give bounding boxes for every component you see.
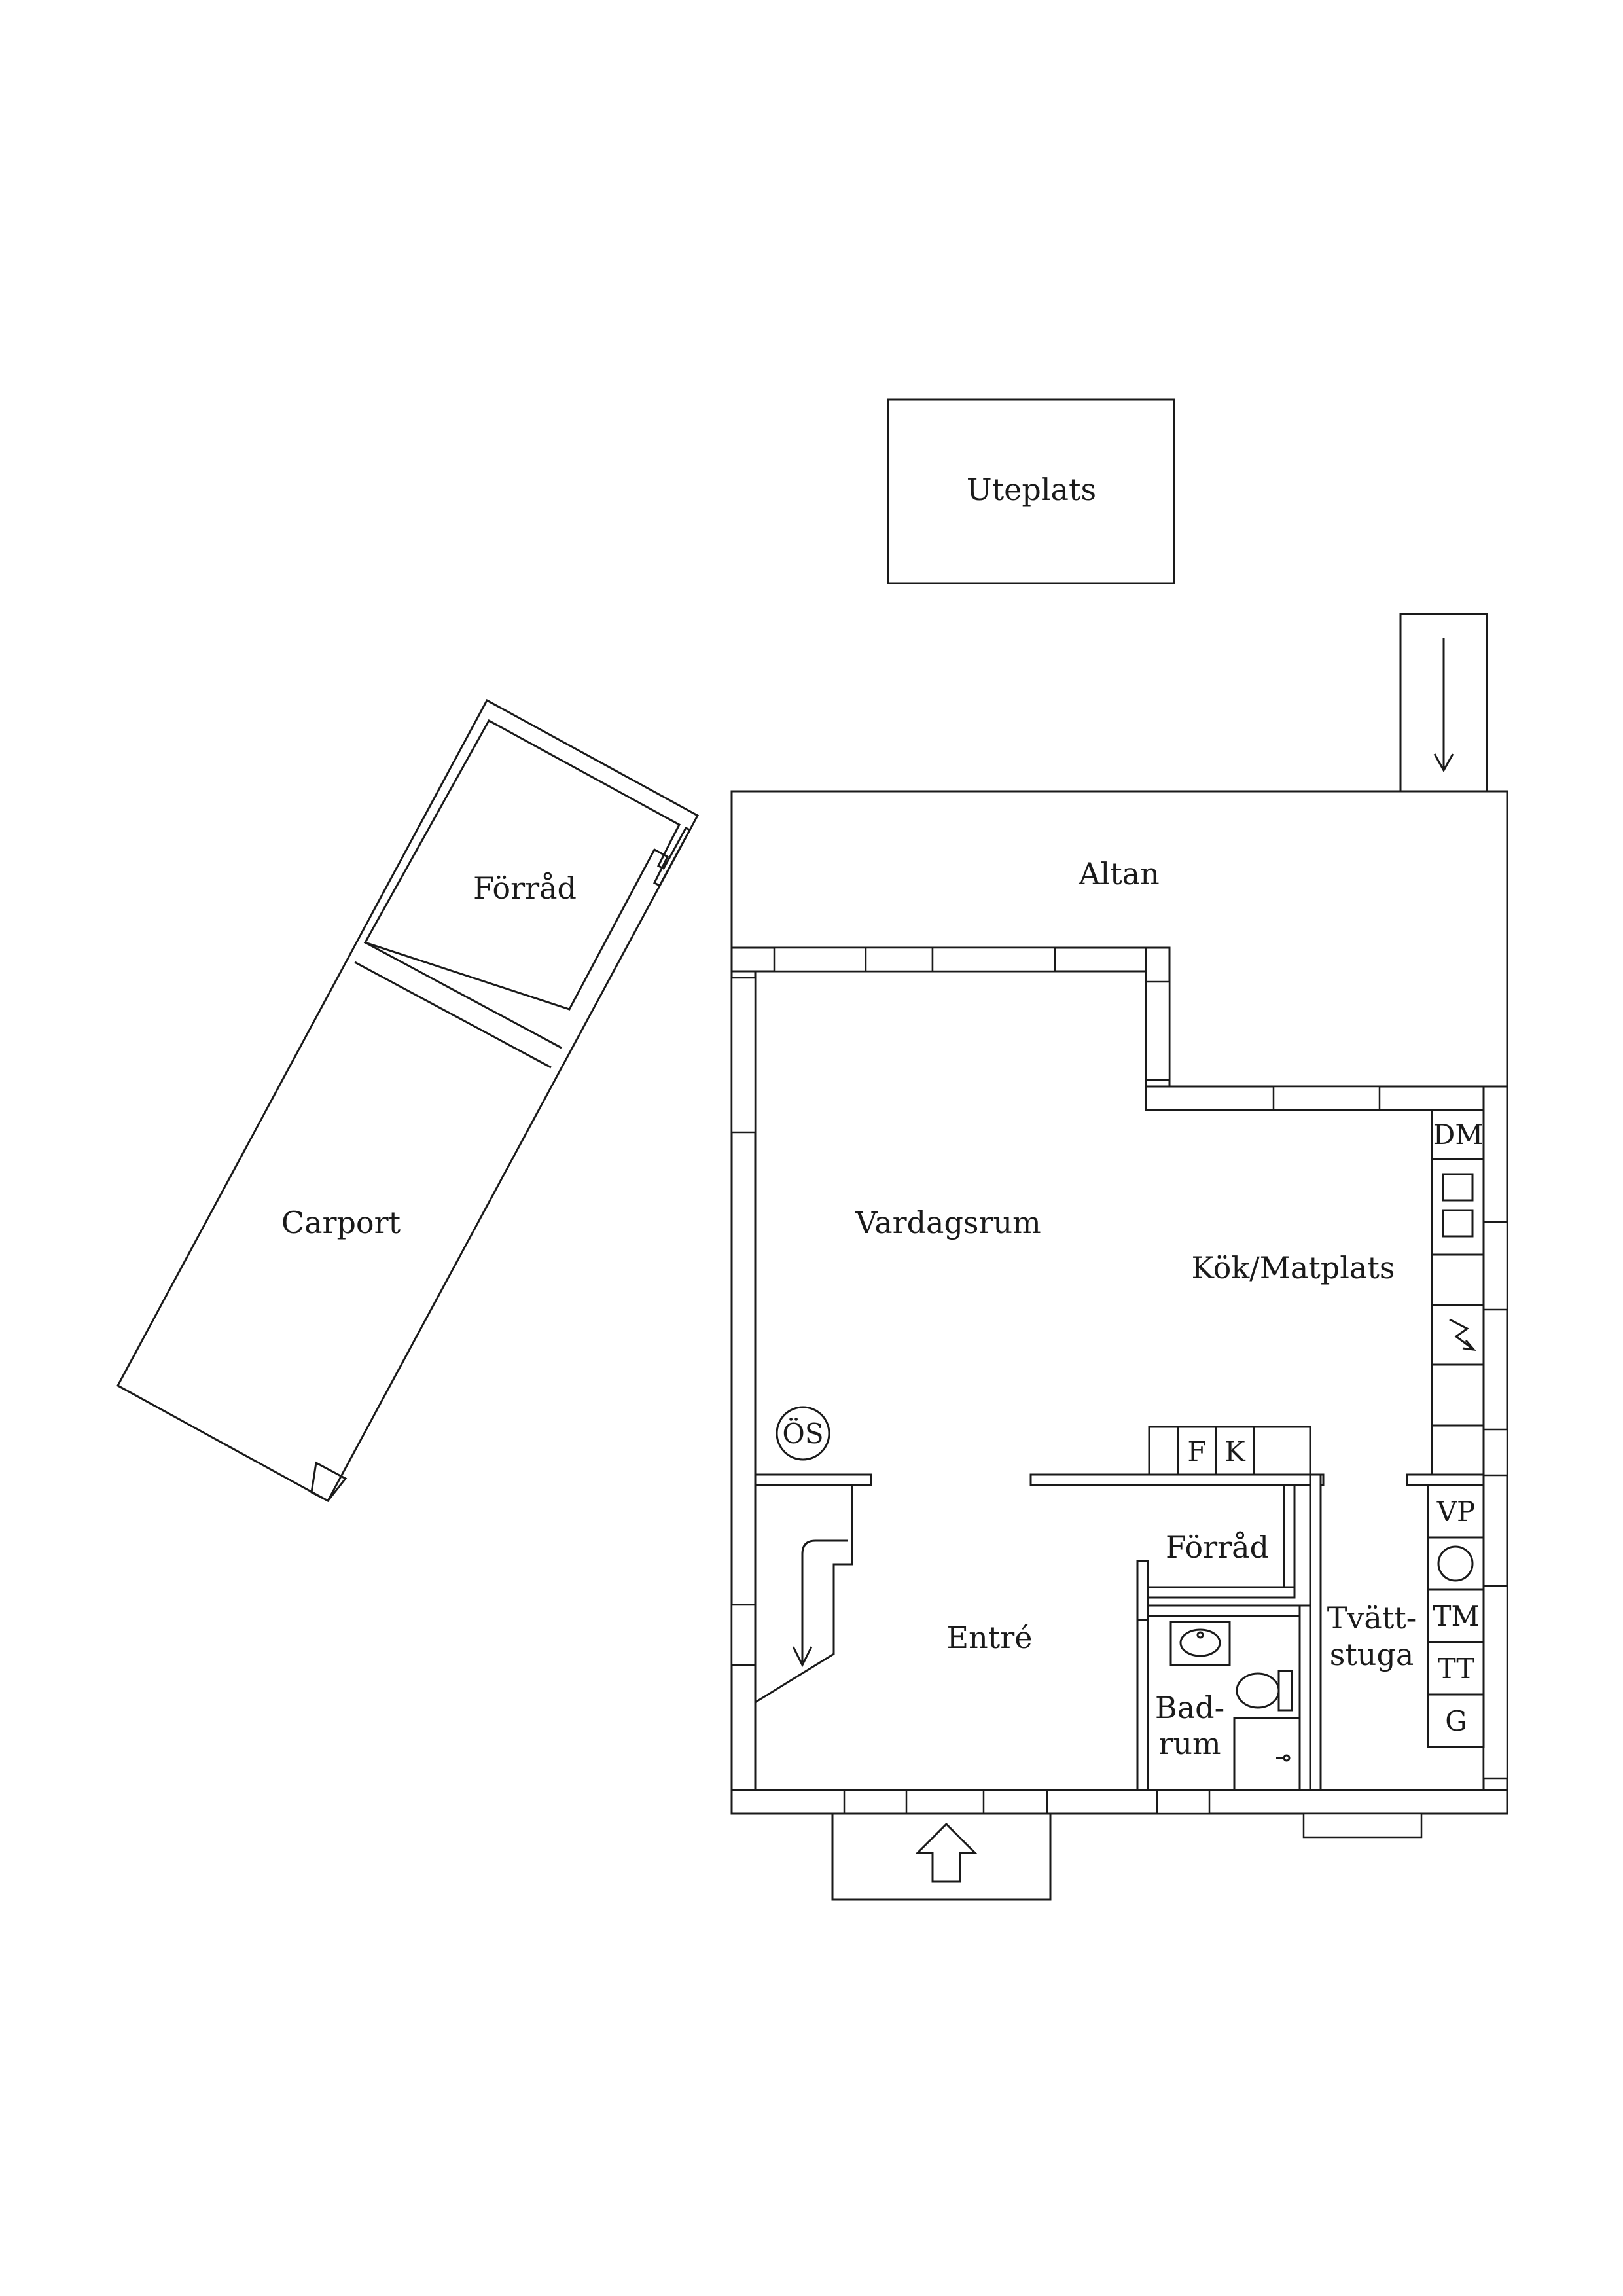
forrad-label: Förråd <box>1166 1530 1269 1565</box>
altan-deck <box>730 790 1508 1086</box>
uteplats-area <box>887 398 1175 584</box>
outbuilding <box>116 698 700 1503</box>
vardagsrum-label: Vardagsrum <box>855 1205 1041 1240</box>
badrum-label-line1: Bad- <box>1155 1690 1224 1725</box>
freezer-label: K <box>1224 1435 1246 1467</box>
kok-matplats-label: Kök/Matplats <box>1192 1250 1395 1285</box>
laundry-fixtures <box>1427 1484 1485 1748</box>
fridge-label: F <box>1187 1435 1206 1467</box>
stairs-arrow-icon <box>792 1539 848 1668</box>
washer-label: TM <box>1433 1600 1479 1632</box>
tvattstuga-label-line1: Tvätt- <box>1327 1600 1417 1636</box>
uteplats-label: Uteplats <box>967 472 1096 507</box>
altan-label: Altan <box>1078 856 1159 891</box>
fireplace <box>776 1406 830 1461</box>
rear-entry-path <box>1399 613 1488 793</box>
front-entry-steps <box>831 1812 1052 1901</box>
badrum-label-line2: rum <box>1158 1726 1221 1761</box>
house-walls <box>730 946 1508 1815</box>
tvattstuga-label-line2: stuga <box>1330 1637 1414 1672</box>
dishwasher-label: DM <box>1433 1119 1484 1151</box>
os-label: ÖS <box>782 1417 823 1450</box>
fixture-labels: ÖS F K DM VP TM TT G <box>782 1119 1483 1737</box>
room-labels: Uteplats Altan Förråd Carport Vardagsrum… <box>281 472 1416 1761</box>
windows <box>730 946 1508 1839</box>
forrad-outbuilding-label: Förråd <box>473 870 577 906</box>
interior-walls <box>754 1473 1485 1791</box>
g-label: G <box>1445 1705 1467 1737</box>
kitchen-fixtures <box>1148 1109 1485 1476</box>
bathroom-fixtures <box>1169 1621 1301 1791</box>
dryer-label: TT <box>1438 1653 1475 1685</box>
water-heater-label: VP <box>1436 1496 1476 1528</box>
carport-label: Carport <box>281 1205 401 1240</box>
entre-label: Entré <box>947 1620 1033 1655</box>
